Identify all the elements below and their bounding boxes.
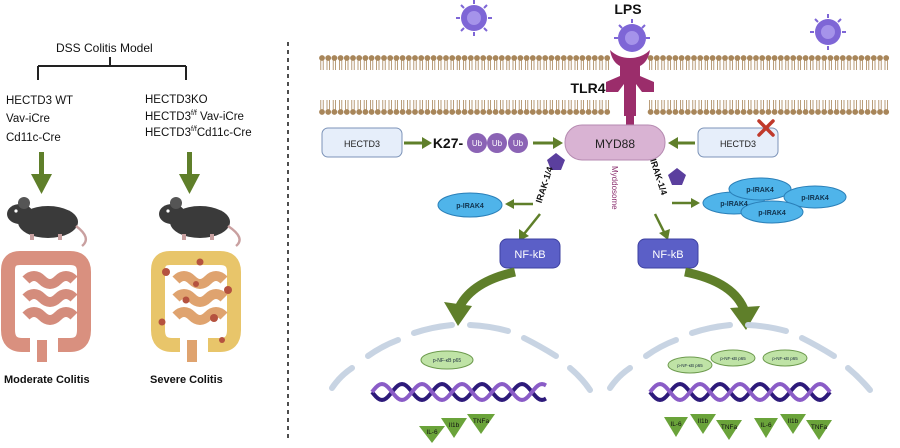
pirak4-label-c4: p-IRAK4 <box>758 210 786 217</box>
group-bracket <box>37 57 187 80</box>
tlr4-label: TLR4 <box>571 80 606 96</box>
pirak4-cluster-2 <box>728 177 792 201</box>
irak-pentagon-right-icon <box>668 168 686 185</box>
intestine-severe-icon <box>151 251 241 362</box>
pirak4-label-left: p-IRAK4 <box>456 203 484 210</box>
curved-arrow-left <box>444 267 517 326</box>
cytokine-triangles-right <box>664 414 832 440</box>
il6-label-right-1: IL-6 <box>670 421 682 428</box>
ub-label-3: Ub <box>513 139 524 148</box>
ub-circle-2 <box>487 133 507 153</box>
p65-label-right-3: p-NF-κB p65 <box>772 356 798 361</box>
p65-right-2 <box>710 349 756 367</box>
myd88-node <box>564 124 666 161</box>
mouse-a-icon <box>7 197 88 247</box>
bacteria-icon-right <box>810 14 846 50</box>
p65-label-left: p-NF-κB p65 <box>433 358 462 364</box>
bacteria-icon-center <box>614 19 650 52</box>
arrow-ub-to-myd88 <box>533 137 563 149</box>
p65-right-3 <box>762 349 808 367</box>
ub-label-1: Ub <box>472 139 483 148</box>
il1b-label-right-2: Il1b <box>788 418 799 425</box>
il6-label-right-2: IL-6 <box>760 422 772 429</box>
ub-circle-3 <box>508 133 528 153</box>
pirak4-cluster-4 <box>740 200 804 224</box>
pirak4-cluster-3 <box>783 185 847 209</box>
group-b-line-2-main: HECTD3 <box>145 110 192 123</box>
k27-label: K27- <box>433 135 464 151</box>
tlr4-receptor-icon <box>606 50 654 126</box>
group-b-line-3: HECTD3f/fCd11c-Cre <box>145 126 252 139</box>
intestine-moderate-icon <box>1 251 91 362</box>
nfkb-box-right <box>637 238 699 269</box>
group-a-line-2: Vav-iCre <box>6 113 50 125</box>
group-a-line-1: HECTD3 WT <box>6 95 74 107</box>
p65-right-1 <box>667 356 713 374</box>
group-b-line-3-sup: f/f <box>191 126 197 133</box>
irak14-label-left: IRAK-1/4 <box>534 166 555 205</box>
outcome-moderate-label: Moderate Colitis <box>4 374 90 386</box>
mouse-b-icon <box>159 197 241 247</box>
group-b-line-3-main: HECTD3 <box>145 126 192 139</box>
il1b-label-left: Il1b <box>449 422 460 429</box>
myd88-label: MYD88 <box>595 137 635 151</box>
irak14-label-right: IRAK-1/4 <box>648 158 669 197</box>
arrow-to-pirak4-right <box>672 198 700 208</box>
nfkb-box-left <box>499 238 561 269</box>
pirak4-label-c1: p-IRAK4 <box>720 201 748 208</box>
arrow-hectd3-right-to-myd88 <box>668 137 695 149</box>
nuclear-envelope-right <box>607 322 873 393</box>
tnfa-label-right-2: TNFa <box>811 424 828 431</box>
tnfa-label-left: TNFa <box>473 418 490 425</box>
irak-pentagon-left-icon <box>547 153 565 170</box>
hectd3-label-left: HECTD3 <box>344 139 380 149</box>
il6-label-left: IL-6 <box>426 429 438 436</box>
group-a-line-3: Cd11c-Cre <box>6 132 61 144</box>
lps-label: LPS <box>614 1 641 17</box>
ub-label-2: Ub <box>492 139 503 148</box>
arrow-to-nfkb-left <box>519 213 541 241</box>
inhibition-cross-icon <box>757 119 775 137</box>
down-arrow-b <box>179 152 200 194</box>
down-arrow-a <box>31 152 52 194</box>
pirak4-label-c3: p-IRAK4 <box>801 195 829 202</box>
nfkb-label-right: NF-kB <box>652 249 683 261</box>
hectd3-label-right: HECTD3 <box>720 139 756 149</box>
group-b-line-2-tail: Vav-iCre <box>196 110 244 123</box>
bacteria-icon-left <box>456 0 492 36</box>
p65-label-right-2: p-NF-κB p65 <box>720 356 746 361</box>
outcome-severe-label: Severe Colitis <box>150 374 223 386</box>
cytokine-triangles-left <box>419 414 495 443</box>
myddosome-label: Myddosome <box>610 166 619 210</box>
nfkb-label-left: NF-kB <box>514 249 545 261</box>
pirak4-left <box>437 192 503 218</box>
group-b-line-3-tail: Cd11c-Cre <box>196 126 252 139</box>
cell-membrane <box>319 55 890 115</box>
arrow-hectd3-to-k27 <box>404 137 432 149</box>
arrow-to-nfkb-right <box>653 213 670 240</box>
p65-left <box>420 350 474 370</box>
il1b-label-right-1: Il1b <box>698 418 709 425</box>
p65-label-right-1: p-NF-κB p65 <box>677 363 703 368</box>
dss-model-title: DSS Colitis Model <box>56 41 153 55</box>
curved-arrow-right <box>684 267 760 330</box>
tnfa-label-right-1: TNFa <box>721 424 738 431</box>
dna-helix-right <box>648 381 832 403</box>
dna-helix-left <box>370 381 547 403</box>
nuclear-envelope-left <box>329 322 593 393</box>
hectd3-box-left <box>321 127 403 158</box>
pirak4-label-c2: p-IRAK4 <box>746 187 774 194</box>
ub-circle-1 <box>467 133 487 153</box>
group-b-line-2: HECTD3f/f Vav-iCre <box>145 110 244 123</box>
group-b-line-1: HECTD3KO <box>145 94 208 106</box>
group-b-line-2-sup: f/f <box>191 110 197 117</box>
arrow-to-pirak4-left <box>505 199 533 209</box>
